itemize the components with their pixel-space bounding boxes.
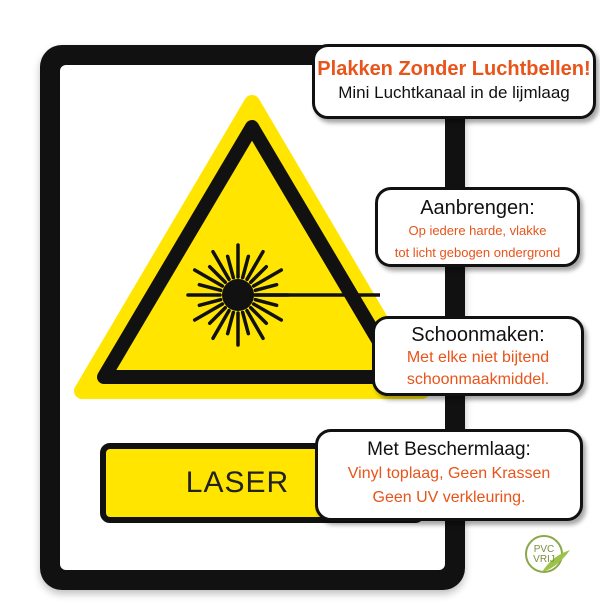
- bubble-title: Plakken Zonder Luchtbellen!: [317, 58, 591, 80]
- speech-bubble-cleaning: Schoonmaken: Met elke niet bijtend schoo…: [372, 316, 584, 396]
- laser-warning-icon: [74, 95, 430, 399]
- logo-text-bottom: VRIJ: [533, 554, 555, 565]
- bubble-text: Met elke niet bijtend: [406, 349, 550, 366]
- bubble-text: Vinyl toplaag, Geen Krassen: [347, 465, 551, 482]
- bubble-title: Met Beschermlaag:: [367, 439, 531, 460]
- laser-ray: [251, 268, 284, 288]
- bubble-title: Schoonmaken:: [411, 324, 545, 346]
- logo-text-top: PVC: [534, 544, 555, 555]
- laser-ray: [245, 249, 265, 282]
- laser-ray: [207, 264, 228, 285]
- speech-bubble-application: Plakken Zonder Luchtbellen! Mini Luchtka…: [312, 44, 596, 119]
- speech-bubble-protection: Met Beschermlaag: Vinyl toplaag, Geen Kr…: [315, 429, 583, 521]
- bubble-text: Geen UV verkleuring.: [372, 489, 526, 506]
- laser-ray: [211, 249, 231, 282]
- laser-ray: [253, 282, 279, 293]
- laser-ray: [253, 297, 279, 308]
- bubble-text: schoonmaakmiddel.: [406, 371, 550, 388]
- laser-ray: [240, 310, 251, 336]
- laser-ray: [211, 308, 231, 341]
- laser-ray: [240, 254, 251, 280]
- laser-ray: [197, 282, 223, 293]
- bubble-text: tot licht gebogen ondergrond: [394, 245, 561, 260]
- laser-ray: [248, 264, 269, 285]
- laser-ray: [225, 254, 236, 280]
- sign-label-text: LASER: [185, 466, 290, 499]
- bubble-title: Aanbrengen:: [420, 197, 535, 219]
- laser-ray: [192, 302, 225, 322]
- speech-bubble-mounting: Aanbrengen: Op iedere harde, vlakke tot …: [375, 187, 580, 267]
- laser-ray: [207, 305, 228, 326]
- laser-ray: [197, 297, 223, 308]
- laser-ray: [225, 310, 236, 336]
- laser-ray: [251, 302, 284, 322]
- pvc-free-logo: PVC VRIJ: [525, 535, 570, 573]
- bubble-text: Mini Luchtkanaal in de lijmlaag: [338, 83, 570, 102]
- laser-ray: [245, 308, 265, 341]
- bubble-text: Op iedere harde, vlakke: [408, 223, 547, 238]
- laser-ray: [248, 305, 269, 326]
- laser-ray: [192, 268, 225, 288]
